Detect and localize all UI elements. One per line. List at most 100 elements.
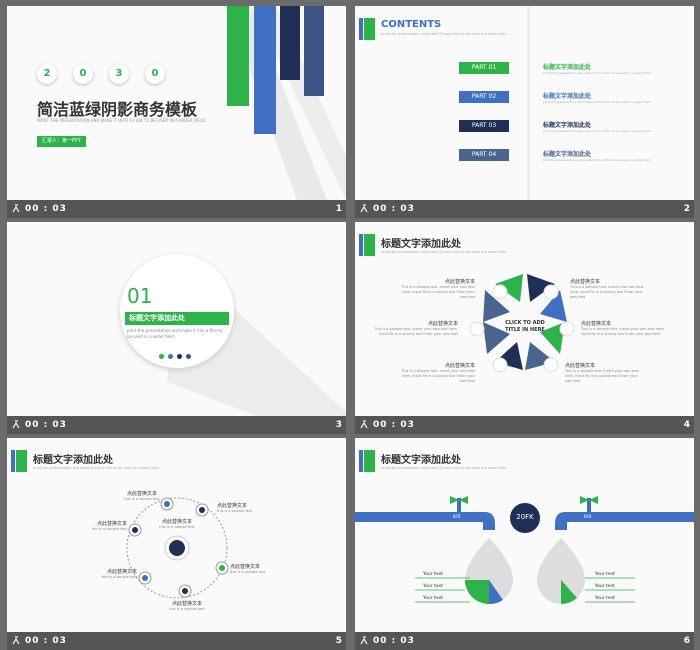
slide-number: 1	[335, 204, 342, 214]
slide-4: 标题文字添加此处 print the presentation and make…	[355, 222, 694, 416]
slide-thumb-1[interactable]: 2 0 3 0 简洁蓝绿阴影商务模板 PRINT THE PRESENTATIO…	[7, 6, 346, 218]
title-accent-green	[364, 450, 375, 472]
title-accent-green	[16, 450, 27, 472]
digit-row: 2 0 3 0	[37, 64, 177, 84]
right-pipe-value: 6FK	[584, 514, 592, 519]
digit-circle: 3	[109, 64, 129, 84]
digit-circle: 0	[73, 64, 93, 84]
timer-icon	[12, 204, 20, 213]
part-title: 标题文字添加此处	[543, 122, 592, 129]
part-desc: print the presentation and make it into …	[543, 158, 651, 162]
part-desc: print the presentation and make it into …	[543, 129, 651, 133]
slide-6: 标题文字添加此处 print the presentation and make…	[355, 438, 694, 632]
slide-thumb-6[interactable]: 标题文字添加此处 print the presentation and make…	[355, 438, 694, 650]
faucet-diagram	[355, 496, 694, 605]
timer-icon	[12, 636, 20, 645]
slide-thumb-5[interactable]: 标题文字添加此处 print the presentation and make…	[7, 438, 346, 650]
people-network-diagram	[126, 497, 229, 599]
part-title: 标题文字添加此处	[543, 151, 592, 158]
title-accent-blue	[11, 450, 15, 472]
slide-timing: 00 : 03	[25, 420, 67, 430]
slide6-subtitle: print the presentation and make it into …	[381, 466, 507, 470]
slide1-title: 简洁蓝绿阴影商务模板	[37, 100, 198, 119]
center-value: 20FK	[516, 513, 534, 521]
slide1-subtitle: PRINT THE PRESENTATION AND MAKE IT INTO …	[37, 118, 206, 123]
slide-thumb-3[interactable]: 01 标题文字添加此处 print the presentation and m…	[7, 222, 346, 434]
contents-title: CONTENTS	[381, 19, 442, 30]
part-list: PART 01 标题文字添加此处 print the presentation …	[455, 62, 694, 172]
cycle-center-label: CLICK TO ADD TITLE IN HERE	[505, 320, 545, 333]
slide5-title: 标题文字添加此处	[33, 455, 113, 466]
slide-timing: 00 : 03	[25, 204, 67, 214]
vertical-divider	[527, 6, 530, 200]
your-text-label: Your text	[595, 572, 615, 577]
part-desc: print the presentation and make it into …	[543, 71, 651, 75]
slide4-title: 标题文字添加此处	[381, 239, 461, 250]
part-title: 标题文字添加此处	[543, 64, 592, 71]
slide-number: 2	[683, 204, 690, 214]
your-text-label: Your text	[595, 584, 615, 589]
slide-bar: 00 : 03 3	[7, 416, 346, 434]
part-item[interactable]: PART 04 标题文字添加此处 print the presentation …	[459, 149, 689, 169]
slide-bar: 00 : 03 5	[7, 632, 346, 650]
slide-3: 01 标题文字添加此处 print the presentation and m…	[7, 222, 346, 416]
slide1-bars	[227, 6, 346, 200]
your-text-label: Your text	[595, 596, 615, 601]
part-item[interactable]: PART 02 标题文字添加此处 print the presentation …	[459, 91, 689, 111]
slide-bar: 00 : 03 1	[7, 200, 346, 218]
your-text-label: Your text	[423, 584, 443, 589]
slide-timing: 00 : 03	[373, 636, 415, 646]
title-accent-green	[364, 234, 375, 256]
slide-timing: 00 : 03	[25, 636, 67, 646]
timer-icon	[12, 420, 20, 429]
part-item[interactable]: PART 03 标题文字添加此处 print the presentation …	[459, 120, 689, 140]
slide6-title: 标题文字添加此处	[381, 455, 461, 466]
slide-number: 5	[335, 636, 342, 646]
slide-number: 4	[683, 420, 690, 430]
left-pipe-value: 8FK	[453, 514, 461, 519]
slide-thumb-2[interactable]: CONTENTS print the presentation and make…	[355, 6, 694, 218]
part-item[interactable]: PART 01 标题文字添加此处 print the presentation …	[459, 62, 689, 82]
section-circle	[120, 254, 234, 368]
slide-timing: 00 : 03	[373, 420, 415, 430]
dot-blue	[168, 354, 173, 359]
timer-icon	[360, 636, 368, 645]
slide4-subtitle: print the presentation and make it into …	[381, 250, 507, 254]
slide-number: 3	[335, 420, 342, 430]
part-label: PART 02	[459, 91, 509, 103]
part-label: PART 04	[459, 149, 509, 161]
part-label: PART 01	[459, 62, 509, 74]
timer-icon	[360, 420, 368, 429]
title-accent-blue	[359, 18, 363, 40]
slide-timing: 00 : 03	[373, 204, 415, 214]
title-accent-blue	[359, 450, 363, 472]
title-accent-blue	[359, 234, 363, 256]
dot-slate	[186, 354, 191, 359]
title-accent-green	[364, 18, 375, 40]
dot-row	[159, 354, 199, 360]
dot-green	[159, 354, 164, 359]
presenter-tag: 汇报人：第一PPT	[37, 136, 87, 147]
part-title: 标题文字添加此处	[543, 93, 592, 100]
slide-thumb-4[interactable]: 标题文字添加此处 print the presentation and make…	[355, 222, 694, 434]
section-desc: print the presentation and make it into …	[127, 328, 223, 339]
hex-cycle-diagram	[469, 274, 575, 373]
slide-bar: 00 : 03 4	[355, 416, 694, 434]
slide-number: 6	[683, 636, 690, 646]
slide-bar: 00 : 03 6	[355, 632, 694, 650]
section-number: 01	[127, 284, 153, 308]
your-text-label: Your text	[423, 596, 443, 601]
digit-circle: 0	[145, 64, 165, 84]
section-title: 标题文字添加此处	[125, 312, 229, 325]
